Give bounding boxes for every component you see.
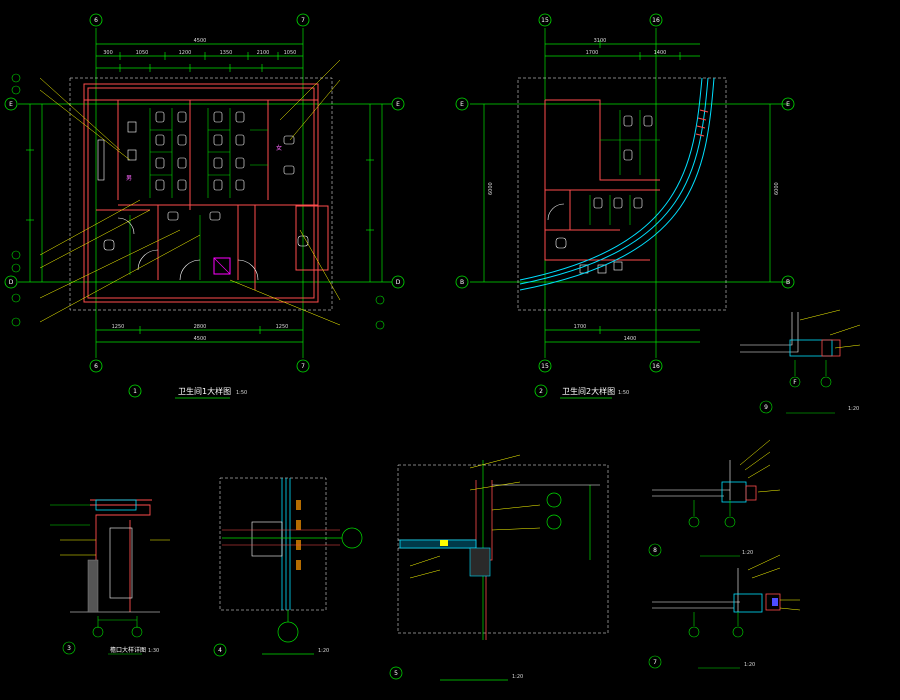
axis-bubble-e2-right: E	[786, 101, 790, 108]
detail9-axis: F	[793, 379, 797, 386]
detail-9: F 9 1:20	[740, 309, 861, 414]
dim-text: 6000	[774, 182, 780, 195]
axis-bubble-e: E	[9, 101, 13, 108]
detail-8: 8 1:20	[648, 439, 781, 557]
detail3-scale: 1:30	[148, 648, 159, 654]
axis-bubble-b-right: B	[786, 279, 790, 286]
detail8-scale: 1:20	[742, 550, 753, 556]
axis-bubble-16-bottom: 16	[652, 363, 660, 370]
dim-text: 1250	[112, 324, 125, 330]
view-number-3: 3	[67, 645, 71, 652]
dim-text: 1350	[220, 50, 233, 56]
axis-bubble-7: 7	[301, 17, 305, 24]
dim-text: 1700	[586, 50, 599, 56]
dim-text: 4500	[194, 336, 207, 342]
view-number-7: 7	[653, 659, 657, 666]
room-label-male: 男	[126, 175, 132, 182]
axis-bubble-7-bottom: 7	[301, 363, 305, 370]
dim-text: 2800	[194, 324, 207, 330]
axis-bubble-d-right: D	[396, 279, 401, 286]
axis-bubble-d: D	[9, 279, 14, 286]
view-number-9: 9	[764, 404, 768, 411]
axis-bubble-16: 16	[652, 17, 660, 24]
room-label-female: 女	[276, 144, 282, 152]
axis-bubble-e2: E	[460, 101, 464, 108]
dim-text: 1400	[654, 50, 667, 56]
view-number-2: 2	[539, 388, 543, 395]
plan1-title: 卫生间1大样图	[178, 386, 231, 396]
dim-plan1-total: 4500	[194, 38, 207, 44]
axis-bubble-6-bottom: 6	[94, 363, 98, 370]
view-number-4: 4	[218, 647, 222, 654]
dim-text: 2100	[257, 50, 270, 56]
dim-text: 1050	[284, 50, 297, 56]
detail9-scale: 1:20	[848, 406, 859, 412]
view-number-5: 5	[394, 670, 398, 677]
detail-3: 3 檐口大样详图 1:30	[50, 499, 170, 655]
detail5-scale: 1:20	[512, 674, 523, 680]
plan2-scale: 1:50	[618, 390, 629, 396]
dim-text: 3100	[594, 38, 607, 44]
axis-bubble-6: 6	[94, 17, 98, 24]
axis-bubble-e-right: E	[396, 101, 400, 108]
detail-5: 5 1:20	[389, 454, 609, 681]
axis-bubble-15: 15	[541, 17, 549, 24]
axis-bubble-b: B	[460, 279, 464, 286]
dim-text: 1050	[136, 50, 149, 56]
dim-text: 300	[103, 50, 113, 56]
view-number-1: 1	[133, 388, 137, 395]
detail3-title: 檐口大样详图	[110, 646, 146, 654]
axis-bubble-15-bottom: 15	[541, 363, 549, 370]
detail4-scale: 1:20	[318, 648, 329, 654]
dim-text: 6000	[488, 182, 494, 195]
detail-7: 7 1:20	[648, 554, 801, 669]
detail7-scale: 1:20	[744, 662, 755, 668]
dim-text: 1200	[179, 50, 192, 56]
view-number-8: 8	[653, 547, 657, 554]
dim-text: 1400	[624, 336, 637, 342]
detail-4: 4 1:20	[213, 477, 363, 657]
plan2-title: 卫生间2大样图	[562, 386, 615, 396]
plan-2: 15 16 15 16 E B E B 3100 1700 1400 1700 …	[455, 13, 795, 399]
dim-text: 1250	[276, 324, 289, 330]
dim-text: 1700	[574, 324, 587, 330]
plan1-scale: 1:50	[236, 390, 247, 396]
plan-1: 6 7 6 7 E D E D 4500 300 1050 1200 1350 …	[4, 13, 405, 399]
